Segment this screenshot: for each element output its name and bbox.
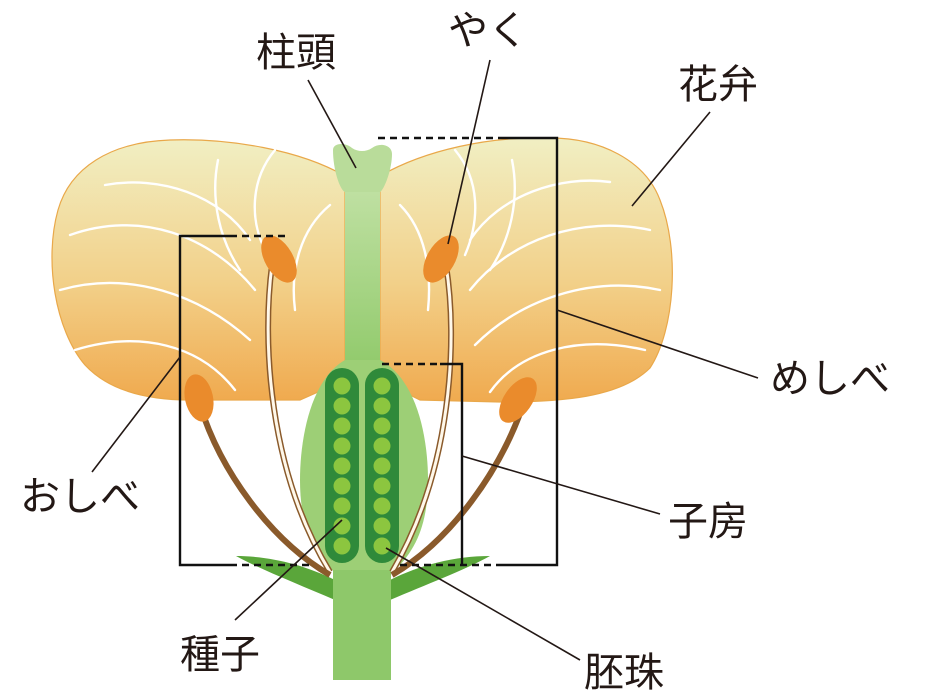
ovule bbox=[374, 458, 391, 475]
ovule bbox=[374, 538, 391, 555]
sepal-right bbox=[390, 556, 490, 600]
ovule bbox=[334, 458, 351, 475]
stem bbox=[333, 560, 391, 680]
ovule bbox=[334, 398, 351, 415]
ovule bbox=[374, 418, 391, 435]
ovule bbox=[374, 398, 391, 415]
style bbox=[345, 190, 380, 360]
leader-stigma bbox=[308, 80, 356, 168]
ovule bbox=[334, 538, 351, 555]
ovule bbox=[374, 378, 391, 395]
ovules-right bbox=[374, 378, 391, 555]
ovule bbox=[334, 438, 351, 455]
ovule bbox=[374, 438, 391, 455]
label-stigma: 柱頭 bbox=[256, 30, 336, 76]
ovule bbox=[374, 518, 391, 535]
label-seed: 種子 bbox=[180, 632, 260, 678]
ovule bbox=[334, 418, 351, 435]
ovules-left bbox=[334, 378, 351, 555]
ovule bbox=[334, 478, 351, 495]
sepal-left bbox=[236, 556, 335, 600]
ovule bbox=[334, 498, 351, 515]
label-pistil: めしべ bbox=[770, 356, 890, 402]
leader-petal bbox=[632, 112, 710, 206]
label-petal: 花弁 bbox=[678, 62, 758, 108]
label-anther: やく bbox=[448, 8, 528, 54]
petal-left bbox=[52, 140, 345, 400]
ovule bbox=[374, 478, 391, 495]
ovule bbox=[374, 498, 391, 515]
label-ovule: 胚珠 bbox=[584, 650, 664, 693]
label-ovary: 子房 bbox=[668, 499, 748, 545]
ovule bbox=[334, 378, 351, 395]
stigma bbox=[333, 144, 392, 192]
leader-ovary bbox=[462, 456, 660, 514]
label-stamen: おしべ bbox=[20, 474, 140, 520]
